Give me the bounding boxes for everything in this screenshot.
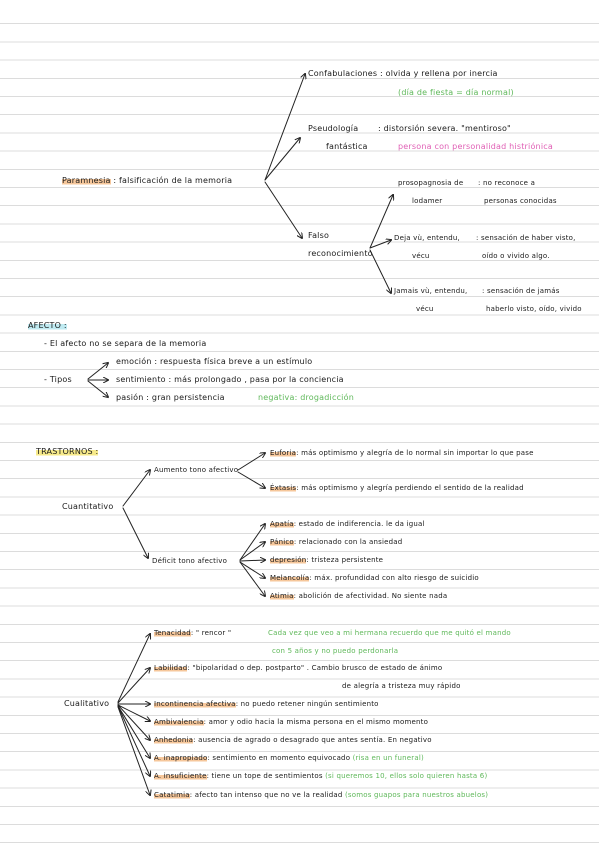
insuficiente-example: (si queremos 10, ellos solo quieren hast… — [325, 772, 488, 780]
tipo-pasion: pasión : gran persistencia — [116, 393, 225, 402]
incontinencia-entry: Incontinencia afectiva: no puedo retener… — [154, 700, 379, 708]
tenacidad-entry: Tenacidad: " rencor " — [154, 629, 232, 637]
deficit-label: Déficit tono afectivo — [152, 557, 228, 565]
arrow-falso — [264, 181, 302, 238]
tipo-emocion: emoción : respuesta física breve a un es… — [116, 357, 313, 366]
arrow-pseudologia — [264, 138, 300, 181]
tipo-sentimiento: sentimiento : más prolongado , pasa por … — [116, 375, 344, 384]
prosopagnosia-definition-line1: : no reconoce a — [478, 179, 536, 187]
arrow-inapropiado — [117, 705, 150, 758]
tipo-pasion-note: negativa: drogadicción — [258, 393, 354, 402]
pseudologia-term-line1: Pseudología — [308, 124, 359, 133]
tenacidad-example-line2: con 5 años y no puedo perdonarla — [272, 647, 399, 655]
arrow-labilidad — [117, 668, 150, 704]
jamais-definition-line1: : sensación de jamás — [482, 287, 560, 295]
falso-reconocimiento-line1: Falso — [308, 231, 330, 240]
prosopagnosia-definition-line2: personas conocidas — [484, 197, 557, 205]
arrow-depresion — [239, 560, 265, 561]
arrow-prosopagnosia — [369, 195, 393, 249]
arrow-atimia — [239, 561, 265, 596]
labilidad-entry: Labilidad: "bipolaridad o dep. postparto… — [154, 664, 443, 672]
dejavu-definition-line2: oído o vivido algo. — [482, 252, 550, 260]
confabulaciones-term: Confabulaciones — [308, 69, 378, 78]
dejavu-definition-line1: : sensación de haber visto, — [476, 234, 576, 242]
arrow-catatimia — [117, 706, 150, 795]
paramnesia-definition: : falsificación de la memoria — [113, 176, 233, 185]
afecto-bullet-memoria: - El afecto no se separa de la memoria — [44, 339, 207, 348]
anhedonia-entry: Anhedonia: ausencia de agrado o desagrad… — [154, 736, 432, 744]
inapropiado-entry: A. inapropiado: sentimiento en momento e… — [154, 754, 424, 762]
insuficiente-entry: A. insuficiente: tiene un tope de sentim… — [154, 772, 488, 780]
labilidad-definition-line2: de alegría a tristeza muy rápido — [342, 682, 461, 690]
ambivalencia-entry: Ambivalencia: amor y odio hacia la misma… — [154, 718, 429, 726]
apatia-entry: Apatía: estado de indiferencia. le da ig… — [270, 520, 425, 528]
catatimia-example: (somos guapos para nuestros abuelos) — [344, 791, 489, 799]
inapropiado-example: (risa en un funeral) — [352, 754, 424, 762]
cuantitativo-label: Cuantitativo — [62, 502, 114, 511]
prosopagnosia-term-line2: lodamer — [412, 197, 443, 205]
arrow-emocion — [87, 363, 108, 380]
arrow-melancolia — [239, 561, 265, 578]
euforia-entry: Euforia: más optimismo y alegría de lo n… — [270, 449, 534, 457]
arrow-deficit — [122, 507, 148, 558]
arrow-apatia — [239, 524, 265, 561]
panico-entry: Pánico: relacionado con la ansiedad — [270, 538, 403, 546]
pseudologia-definition: : distorsión severa. "mentiroso" — [378, 124, 511, 133]
arrow-anhedonia — [117, 704, 150, 740]
dejavu-term-line1: Deja vù, entendu, — [394, 234, 460, 242]
confabulaciones-entry: Confabulaciones : olvida y rellena por i… — [308, 69, 498, 79]
jamais-term-line1: Jamais vù, entendu, — [394, 287, 468, 295]
falso-reconocimiento-line2: reconocimiento — [308, 249, 373, 258]
trastornos-heading: TRASTORNOS : — [36, 447, 99, 456]
afecto-heading: AFECTO : — [28, 321, 67, 330]
arrow-tenacidad — [117, 634, 150, 703]
pseudologia-term-line2: fantástica — [326, 142, 368, 151]
arrow-jamais — [369, 249, 391, 293]
paramnesia-root: Paramnesia : falsificación de la memoria — [62, 176, 232, 186]
afecto-tipos-label: - Tipos — [44, 375, 72, 384]
catatimia-entry: Catatimia: afecto tan intenso que no ve … — [154, 791, 489, 799]
extasis-entry: Éxtasis: más optimismo y alegría perdien… — [270, 484, 524, 492]
prosopagnosia-term-line1: prosopagnosia de — [398, 179, 464, 187]
paramnesia-term: Paramnesia — [62, 176, 111, 185]
aumento-label: Aumento tono afectivo — [154, 466, 239, 474]
confabulaciones-definition: : olvida y rellena por inercia — [379, 69, 498, 78]
arrow-euforia — [237, 453, 265, 471]
jamais-term-line2: vécu — [416, 305, 434, 313]
tenacidad-example-line1: Cada vez que veo a mi hermana recuerdo q… — [268, 629, 511, 637]
dejavu-term-line2: vécu — [412, 252, 430, 260]
arrow-panico — [239, 542, 265, 561]
melancolia-entry: Melancolía: máx. profundidad con alto ri… — [270, 574, 479, 582]
arrow-insuficiente — [117, 705, 150, 776]
arrow-dejavu — [369, 240, 391, 249]
arrow-confabulaciones — [264, 74, 305, 181]
arrow-aumento — [122, 470, 150, 507]
cualitativo-label: Cualitativo — [64, 699, 110, 708]
atimia-entry: Atimia: abolición de afectividad. No sie… — [270, 592, 448, 600]
arrow-ambivalencia — [117, 704, 150, 721]
confabulaciones-example: (día de fiesta = día normal) — [398, 88, 514, 97]
arrow-extasis — [237, 471, 265, 488]
pseudologia-example: persona con personalidad histriónica — [398, 142, 553, 151]
depresion-entry: depresión: tristeza persistente — [270, 556, 384, 564]
arrow-pasion — [87, 380, 108, 397]
jamais-definition-line2: haberlo visto, oído, vivido — [486, 305, 582, 313]
